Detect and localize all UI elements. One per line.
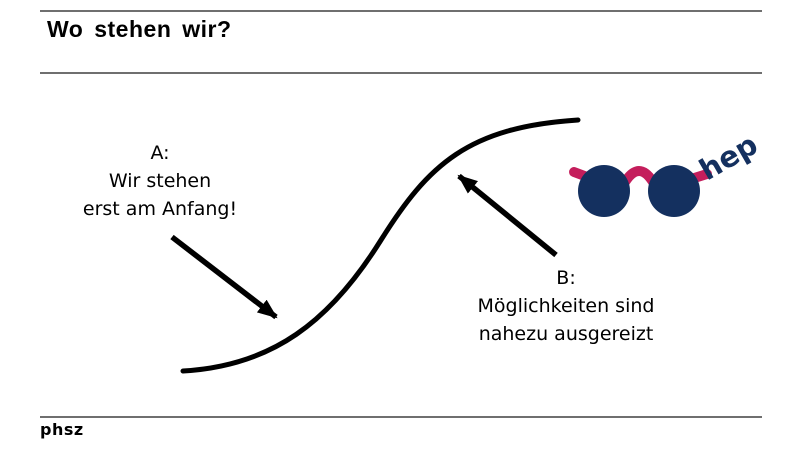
footer-brand: phsz	[40, 420, 84, 439]
annotation-b-line1: B:	[556, 267, 576, 289]
annotation-a-line2: Wir stehen	[108, 170, 212, 192]
annotation-b: B: Möglichkeiten sind nahezu ausgereizt	[446, 264, 686, 348]
annotation-b-line3: nahezu ausgereizt	[478, 323, 654, 345]
annotation-a-line3: erst am Anfang!	[82, 198, 238, 220]
footer-rule	[40, 416, 762, 418]
arrow-a	[170, 234, 278, 320]
glasses-right-lens-icon	[648, 165, 700, 217]
glasses-left-lens-icon	[578, 165, 630, 217]
annotation-b-line2: Möglichkeiten sind	[477, 295, 655, 317]
page-title: Wo stehen wir?	[47, 16, 232, 42]
hep-logo: hep	[569, 127, 763, 217]
top-rule	[40, 10, 762, 12]
arrow-b	[457, 173, 558, 258]
annotation-a-line1: A:	[150, 142, 170, 164]
annotation-a: A: Wir stehen erst am Anfang!	[60, 139, 260, 223]
glasses-bridge-icon	[620, 166, 658, 187]
header-rule	[40, 72, 762, 74]
s-curve	[180, 117, 581, 374]
